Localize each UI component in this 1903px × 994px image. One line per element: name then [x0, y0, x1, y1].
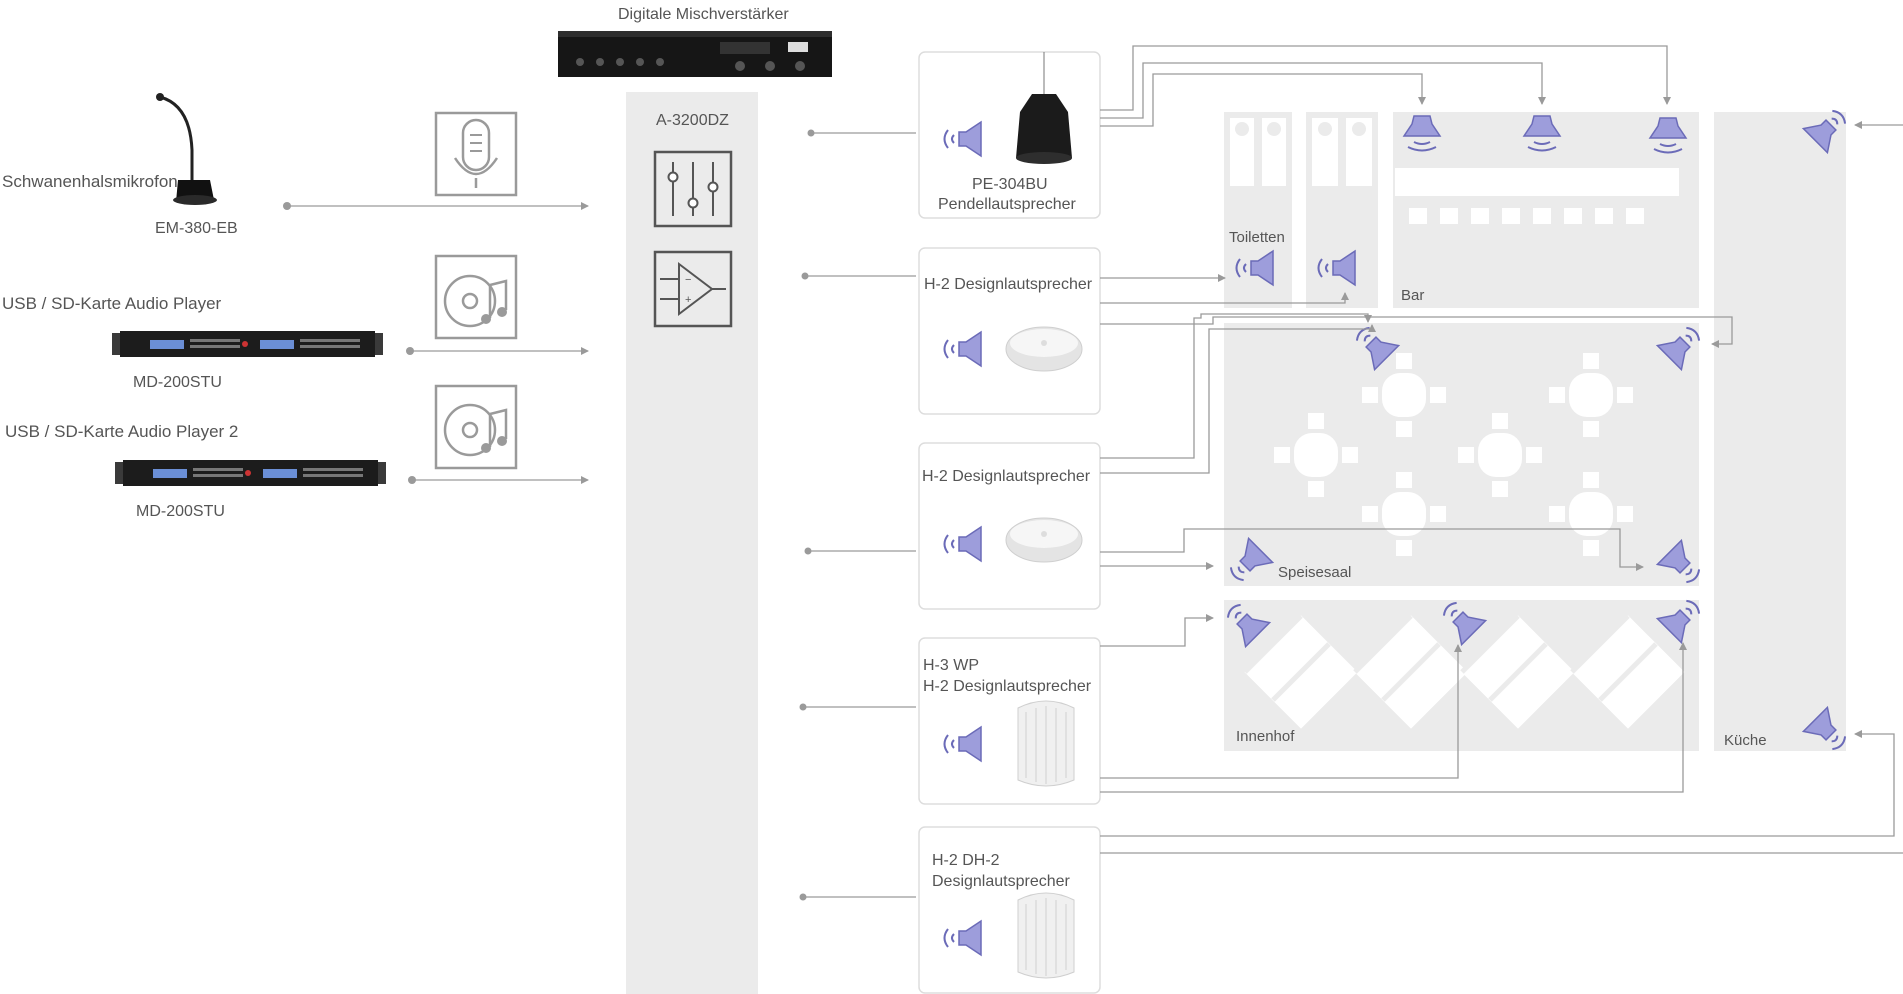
wall-speaker-image	[1017, 700, 1075, 787]
mixer-column	[626, 92, 758, 994]
source-player-2: USB / SD-Karte Audio Player 2 MD-200STU	[5, 384, 589, 520]
speaker-wiring	[1100, 45, 1903, 854]
svg-text:−: −	[685, 274, 691, 286]
zone-toilets: Toiletten	[1224, 112, 1378, 308]
music-disc-icon	[434, 254, 518, 340]
zone-label-courtyard: Innenhof	[1236, 728, 1295, 745]
zone-courtyard: Innenhof	[1218, 591, 1709, 751]
zone-kitchen: Küche	[1714, 101, 1855, 759]
speaker-card-4-line2: Designlautsprecher	[932, 873, 1071, 890]
zone-bar: Bar	[1393, 112, 1699, 308]
speaker-card-1-line1: H-2 Designlautsprecher	[924, 276, 1093, 293]
speaker-card-1: H-2 Designlautsprecher	[918, 247, 1101, 415]
mixer-model: A-3200DZ	[656, 112, 729, 129]
design-speaker-image	[1005, 517, 1083, 563]
speaker-card-4-line1: H-2 DH-2	[932, 852, 1000, 869]
speaker-card-3-line2: H-2 Designlautsprecher	[923, 678, 1092, 695]
speaker-card-0-line1: PE-304BU	[972, 176, 1048, 193]
player-2-image	[115, 460, 386, 486]
zone-label-kitchen: Küche	[1724, 732, 1767, 749]
speaker-card-2-line1: H-2 Designlautsprecher	[922, 468, 1091, 485]
zone-dining: Speisesaal	[1221, 318, 1709, 592]
speaker-card-2: H-2 Designlautsprecher	[918, 442, 1101, 610]
source-model-1: MD-200STU	[133, 374, 222, 391]
speaker-card-0-line2: Pendellautsprecher	[938, 196, 1077, 213]
source-player-1: USB / SD-Karte Audio Player MD-200STU	[2, 254, 589, 391]
mixer-block: Digitale Mischverstärker A-3200DZ	[558, 6, 832, 994]
gooseneck-mic-image	[156, 93, 217, 205]
microphone-icon	[434, 111, 518, 197]
pendant-speaker-image	[1016, 52, 1072, 164]
source-model-0: EM-380-EB	[155, 220, 238, 237]
music-disc-icon	[434, 384, 518, 470]
amplifier-icon: − +	[653, 250, 733, 328]
source-name-1: USB / SD-Karte Audio Player	[2, 294, 222, 313]
player-1-image	[112, 331, 383, 357]
zone-label-bar: Bar	[1401, 287, 1424, 304]
zone-label-dining: Speisesaal	[1278, 564, 1351, 581]
zone-label-toilets: Toiletten	[1229, 229, 1285, 246]
wall-speaker-image	[1017, 892, 1075, 979]
mixer-output-lines	[799, 129, 916, 901]
speaker-card-4: H-2 DH-2 Designlautsprecher	[918, 826, 1101, 994]
source-name-2: USB / SD-Karte Audio Player 2	[5, 422, 238, 441]
design-speaker-image	[1005, 326, 1083, 372]
mixer-fader-icon	[653, 150, 733, 228]
source-microphone: Schwanenhalsmikrofon EM-380-EB	[2, 93, 589, 237]
source-name-0: Schwanenhalsmikrofon	[2, 172, 178, 191]
floor-plan: Toiletten Bar	[1218, 101, 1855, 759]
mixer-amplifier-image	[558, 31, 832, 77]
speaker-card-3-line1: H-3 WP	[923, 657, 979, 674]
source-model-2: MD-200STU	[136, 503, 225, 520]
svg-text:+: +	[685, 294, 691, 306]
speaker-card-0: PE-304BU Pendellautsprecher	[918, 51, 1101, 219]
speaker-card-3: H-3 WP H-2 Designlautsprecher	[918, 637, 1101, 805]
mixer-title: Digitale Mischverstärker	[618, 6, 789, 23]
